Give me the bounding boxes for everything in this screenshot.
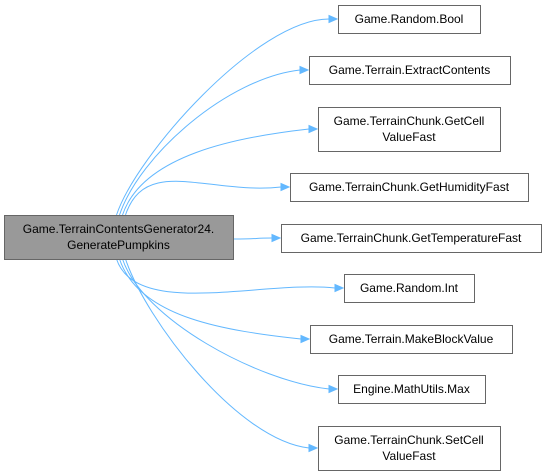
arrowhead-terrainchunk-get-cell-value-fast <box>308 124 319 134</box>
arrowhead-terrainchunk-get-temperature-fast <box>271 233 282 243</box>
callee-node-terrainchunk-get-humidity-fast[interactable]: Game.TerrainChunk.GetHumidityFast <box>290 173 529 202</box>
callee-node-random-int-label-line-1: Game.Random.Int <box>360 281 459 295</box>
callee-node-random-bool-label-line-1: Game.Random.Bool <box>355 12 464 26</box>
edge-to-terrainchunk-get-temperature-fast <box>232 237 273 240</box>
caller-node-label-line-1: Game.TerrainContentsGenerator24. <box>23 222 214 236</box>
callee-node-terrain-extract-contents[interactable]: Game.Terrain.ExtractContents <box>309 56 511 85</box>
edge-to-mathutils-max <box>122 258 330 390</box>
caller-node[interactable]: Game.TerrainContentsGenerator24. Generate… <box>4 215 234 260</box>
edge-to-random-int <box>116 258 336 294</box>
callee-node-terrain-extract-contents-label-line-1: Game.Terrain.ExtractContents <box>329 63 490 77</box>
callee-node-terrainchunk-set-cell-value-fast-label-line-2: ValueFast <box>382 449 436 463</box>
callee-node-terrainchunk-set-cell-value-fast-label-line-1: Game.TerrainChunk.SetCell <box>334 433 483 447</box>
caller-node-label-line-2: GeneratePumpkins <box>67 238 170 252</box>
arrowhead-terrain-extract-contents <box>299 65 310 75</box>
callee-node-random-bool-box <box>338 5 481 34</box>
edge-to-terrainchunk-set-cell-value-fast <box>125 258 310 449</box>
arrowhead-terrain-make-block-value <box>300 334 311 344</box>
arrowhead-mathutils-max <box>328 384 339 394</box>
callee-node-terrainchunk-get-temperature-fast[interactable]: Game.TerrainChunk.GetTemperatureFast <box>281 224 542 253</box>
callee-node-terrainchunk-get-temperature-fast-box <box>281 224 542 253</box>
callee-node-mathutils-max-box <box>338 375 486 404</box>
call-edges <box>116 14 345 453</box>
arrowhead-random-int <box>334 283 345 293</box>
edge-to-terrain-make-block-value <box>119 258 302 340</box>
callee-node-random-int[interactable]: Game.Random.Int <box>344 274 475 303</box>
callee-node-mathutils-max[interactable]: Engine.MathUtils.Max <box>338 375 486 404</box>
callee-node-terrainchunk-get-cell-value-fast-box <box>318 107 501 152</box>
callee-node-terrainchunk-get-cell-value-fast-label-line-1: Game.TerrainChunk.GetCell <box>334 114 485 128</box>
callee-node-terrainchunk-get-humidity-fast-box <box>290 173 529 202</box>
callee-node-terrainchunk-get-temperature-fast-label-line-1: Game.TerrainChunk.GetTemperatureFast <box>301 231 522 245</box>
arrowhead-random-bool <box>328 14 339 24</box>
callee-node-random-bool[interactable]: Game.Random.Bool <box>338 5 481 34</box>
arrowhead-terrainchunk-get-humidity-fast <box>280 182 291 192</box>
callee-node-terrain-extract-contents-box <box>309 56 511 85</box>
callee-node-terrainchunk-get-humidity-fast-label-line-1: Game.TerrainChunk.GetHumidityFast <box>309 180 510 194</box>
call-nodes: Game.TerrainContentsGenerator24. Generate… <box>4 5 542 471</box>
arrowhead-terrainchunk-set-cell-value-fast <box>308 443 319 453</box>
caller-node-box <box>4 215 234 260</box>
edge-to-random-bool <box>116 18 330 216</box>
callee-node-terrain-make-block-value-label-line-1: Game.Terrain.MakeBlockValue <box>329 332 494 346</box>
callee-node-mathutils-max-label-line-1: Engine.MathUtils.Max <box>353 382 470 396</box>
callee-node-terrain-make-block-value[interactable]: Game.Terrain.MakeBlockValue <box>310 325 513 354</box>
edge-to-terrainchunk-get-cell-value-fast <box>122 128 310 216</box>
edge-to-terrainchunk-get-humidity-fast <box>125 180 282 216</box>
callee-node-terrainchunk-get-cell-value-fast-label-line-2: ValueFast <box>382 130 436 144</box>
edge-to-terrain-extract-contents <box>119 69 301 216</box>
callee-node-terrain-make-block-value-box <box>310 325 513 354</box>
callee-node-random-int-box <box>344 274 475 303</box>
callee-node-terrainchunk-set-cell-value-fast-box <box>318 426 501 471</box>
